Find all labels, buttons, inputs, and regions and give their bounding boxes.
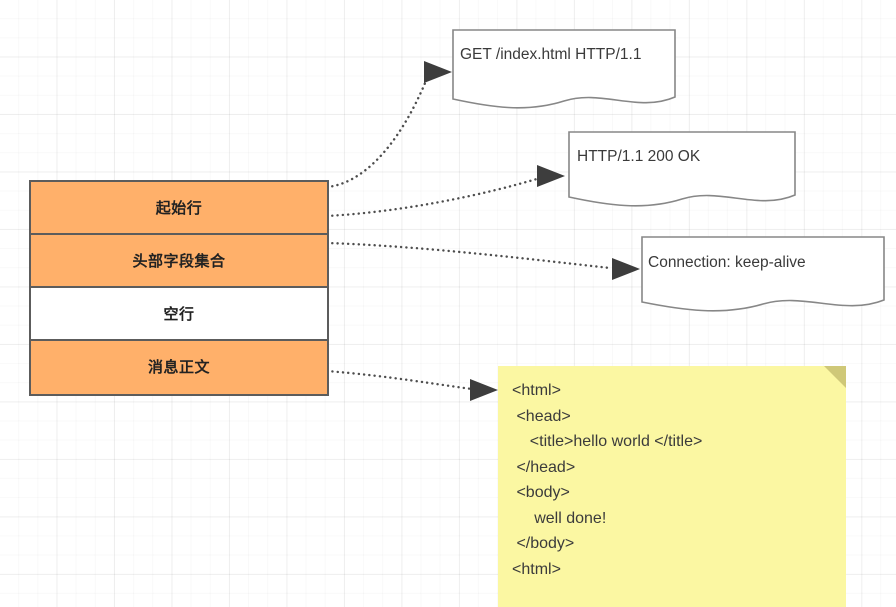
- document-shape-icon: [452, 29, 676, 109]
- http-message-table: 起始行 头部字段集合 空行 消息正文: [29, 180, 329, 396]
- callout-request-line: GET /index.html HTTP/1.1: [452, 29, 676, 111]
- connector-start-line-to-request: [325, 61, 452, 189]
- callout-text: GET /index.html HTTP/1.1: [460, 46, 642, 63]
- folded-corner-icon: [824, 366, 846, 388]
- callout-text: Connection: keep-alive: [648, 254, 806, 271]
- arrow-head-icon: [612, 258, 640, 280]
- connector-start-line-to-status: [325, 165, 565, 218]
- table-row-label: 头部字段集合: [132, 253, 226, 270]
- document-shape-icon: [641, 236, 885, 312]
- arrow-head-icon: [424, 61, 452, 83]
- table-row-label: 消息正文: [147, 359, 210, 376]
- table-row-label: 起始行: [155, 200, 203, 217]
- table-row-start-line: 起始行: [31, 182, 327, 235]
- html-source-note: <html> <head> <title>hello world </title…: [498, 366, 846, 607]
- callout-connection-header: Connection: keep-alive: [641, 236, 885, 314]
- document-shape-icon: [568, 131, 796, 207]
- arrow-head-icon: [537, 165, 565, 187]
- connector-body-to-html-note: [325, 369, 498, 401]
- callout-text: HTTP/1.1 200 OK: [577, 148, 701, 165]
- table-row-message-body: 消息正文: [31, 341, 327, 394]
- html-code-text: <html> <head> <title>hello world </title…: [512, 382, 703, 578]
- arrow-head-icon: [470, 379, 498, 401]
- table-row-blank-line: 空行: [29, 288, 329, 341]
- table-row-label: 空行: [163, 306, 195, 323]
- note-background: [498, 366, 846, 607]
- callout-status-line: HTTP/1.1 200 OK: [568, 131, 796, 209]
- connector-headers-to-connection: [325, 241, 640, 280]
- table-row-header-fields: 头部字段集合: [31, 235, 327, 288]
